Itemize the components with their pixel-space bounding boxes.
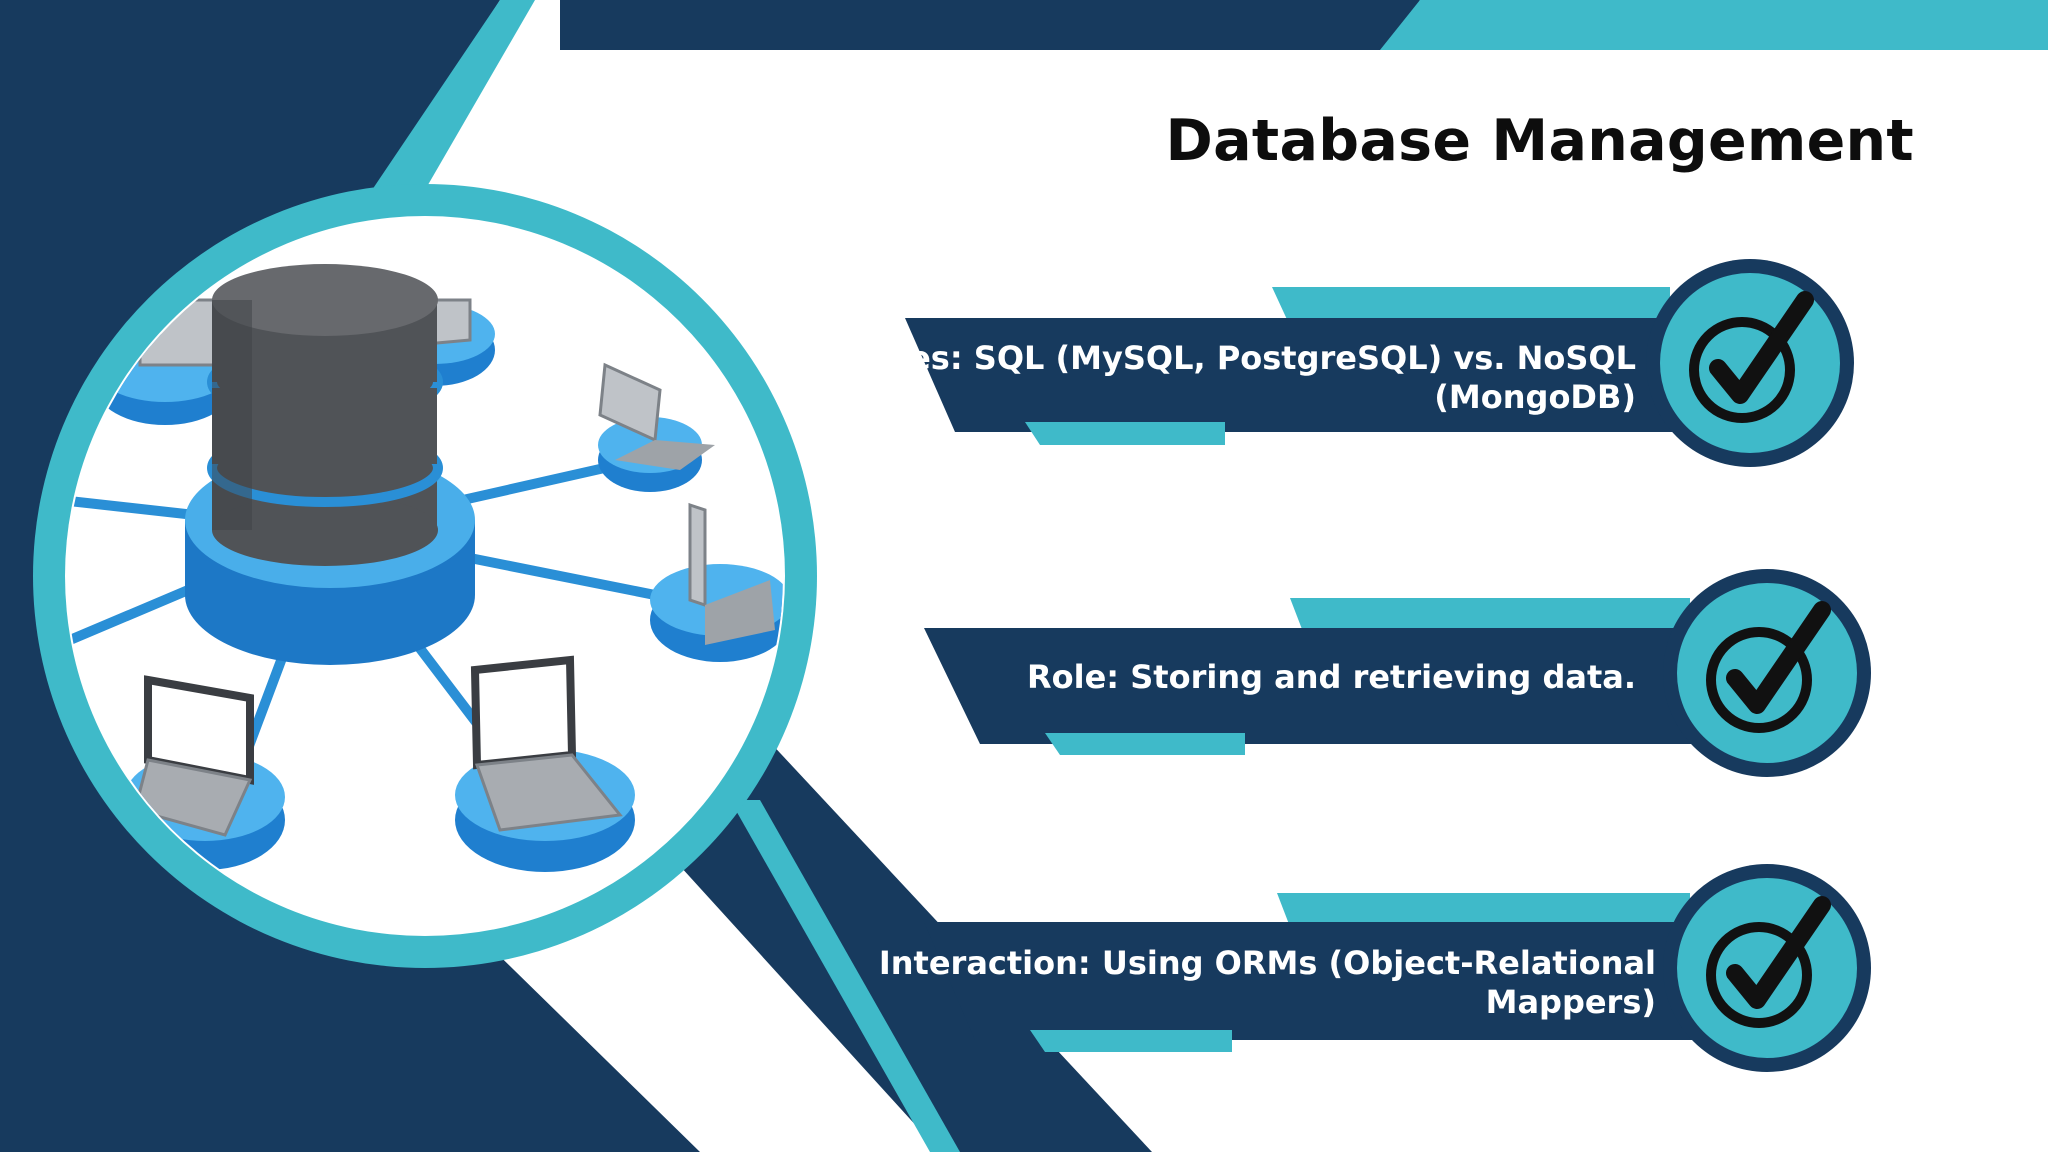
bullet-text-line: (MongoDB) bbox=[1434, 378, 1636, 416]
bullet-text-line: Interaction: Using ORMs (Object-Relation… bbox=[878, 944, 1656, 982]
teal-band-upper bbox=[372, 0, 535, 190]
bullet-banner-2 bbox=[924, 598, 1710, 755]
bullet-text-3: Interaction: Using ORMs (Object-Relation… bbox=[879, 944, 1656, 1022]
bullet-text-line: Role: Storing and retrieving data. bbox=[1027, 658, 1636, 696]
bullet-text-1: Types: SQL (MySQL, PostgreSQL) vs. NoSQL… bbox=[847, 339, 1636, 417]
bullet-text-2: Role: Storing and retrieving data. bbox=[1027, 658, 1636, 697]
check-icon bbox=[1646, 259, 1854, 467]
bullet-banner-3 bbox=[924, 893, 1710, 1052]
top-teal-bar bbox=[1380, 0, 2048, 50]
bullet-text-line: Mappers) bbox=[1485, 983, 1656, 1021]
top-navy-bar bbox=[560, 0, 1420, 50]
database-network-illustration bbox=[33, 184, 817, 968]
teal-band-lower bbox=[730, 800, 960, 1152]
page-title: Database Management bbox=[1165, 108, 1914, 174]
bullet-text-line: Types: SQL (MySQL, PostgreSQL) vs. NoSQL bbox=[847, 339, 1636, 377]
check-icon bbox=[1663, 569, 1871, 777]
bullet-banner-1 bbox=[905, 287, 1700, 445]
check-icon bbox=[1663, 864, 1871, 1072]
